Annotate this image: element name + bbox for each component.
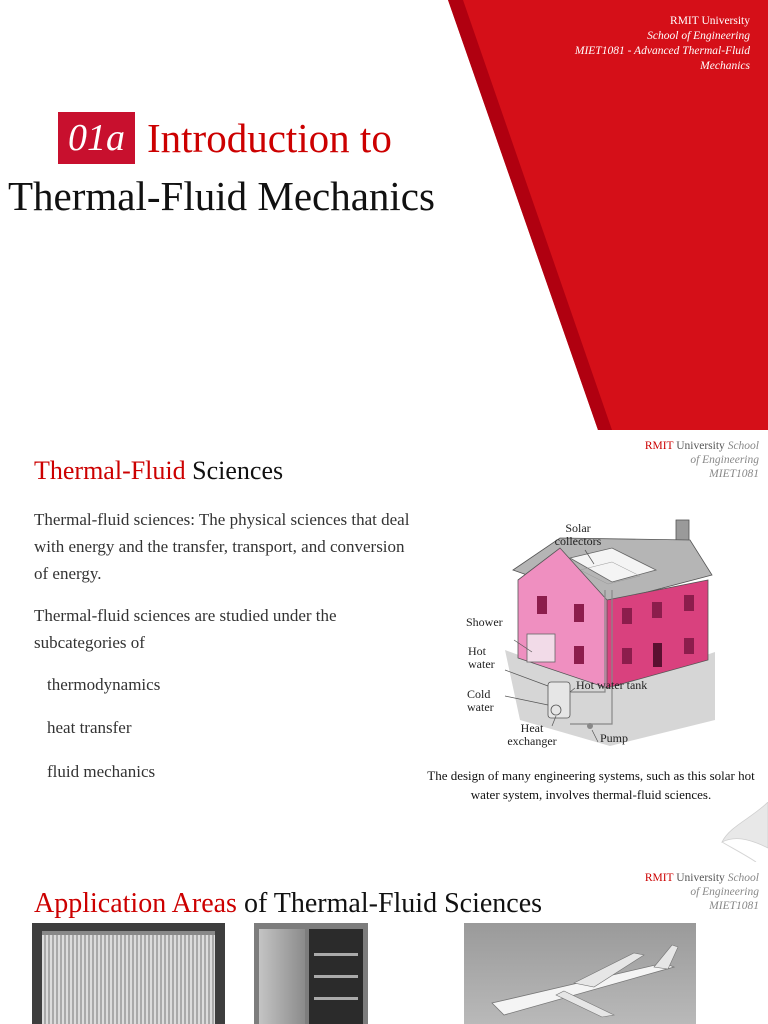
label-shower: Shower <box>466 615 503 629</box>
solar-panel-grid <box>579 561 641 585</box>
title-part-1: Introduction to <box>147 115 392 161</box>
pump-icon <box>587 723 593 729</box>
red-diagonal-banner <box>448 0 768 430</box>
window <box>574 646 584 664</box>
label-collectors: collectors <box>555 534 602 548</box>
title-rest: of Thermal-Fluid Sciences <box>243 888 543 919</box>
hot-water-tank-icon <box>547 681 571 719</box>
bullet-item: thermodynamics <box>47 675 161 694</box>
slide-header: RMIT University School of Engineering MI… <box>539 439 759 481</box>
slide-header: RMIT University School of Engineering MI… <box>450 14 750 74</box>
school-label: School <box>727 872 759 884</box>
rmit-label: RMIT <box>644 872 674 884</box>
definition-paragraph: Thermal-fluid sciences: The physical sci… <box>34 510 410 583</box>
label-hot: Hot <box>468 644 487 658</box>
pipe <box>570 590 606 693</box>
door <box>653 643 662 667</box>
thermal-fluid-sciences-slide: RMIT University School of Engineering MI… <box>0 430 768 862</box>
subcategories-paragraph: Thermal-fluid sciences are studied under… <box>34 606 337 652</box>
window <box>622 648 632 664</box>
title-slide: RMIT University School of Engineering MI… <box>0 0 768 430</box>
university-label: University <box>676 872 725 884</box>
window <box>622 608 632 624</box>
title-highlight: Application Areas <box>34 888 237 919</box>
school-label: School of Engineering <box>647 30 750 42</box>
airplane-icon <box>491 944 679 1018</box>
solar-hot-water-house-figure: Solar collectors Shower Hot water Hot wa… <box>466 519 715 748</box>
label-solar: Solar <box>565 521 590 535</box>
label-pump: Pump <box>600 731 628 745</box>
window <box>652 602 662 618</box>
label-hot-water: water <box>468 657 495 671</box>
course-label-cont: Mechanics <box>700 60 750 72</box>
school-label-cont: of Engineering <box>690 886 759 898</box>
ground-slab <box>505 650 715 746</box>
window <box>574 604 584 622</box>
lecture-number: 01a <box>58 112 135 164</box>
slide-title: Application Areas of Thermal-Fluid Scien… <box>34 888 542 920</box>
rmit-label: RMIT <box>644 440 674 452</box>
window <box>684 638 694 654</box>
window <box>537 596 547 614</box>
label-heat: Heat <box>521 721 544 735</box>
university-label: RMIT University <box>670 15 750 27</box>
refrigerator-photo <box>254 923 368 1024</box>
application-areas-slide: RMIT University School of Engineering MI… <box>0 862 768 1024</box>
title-rest: Sciences <box>192 456 284 485</box>
figure-caption: The design of many engineering systems, … <box>427 768 755 802</box>
course-code: MIET1081 <box>709 900 759 912</box>
university-label: University <box>676 440 725 452</box>
school-label-cont: of Engineering <box>690 454 759 466</box>
course-code: MIET1081 <box>709 468 759 480</box>
heat-exchanger-icon <box>550 704 562 716</box>
label-cold: Cold <box>467 687 490 701</box>
side-wall <box>606 579 709 689</box>
label-exchanger: exchanger <box>507 734 556 748</box>
title-highlight: Thermal-Fluid <box>34 456 186 485</box>
slide-title: Thermal-Fluid Sciences <box>34 456 283 486</box>
bullet-item: heat transfer <box>47 718 132 737</box>
title-part-2: Thermal-Fluid Mechanics <box>8 173 435 219</box>
label-cold-water: water <box>467 700 494 714</box>
school-label: School <box>727 440 759 452</box>
page-curl-icon <box>704 802 768 862</box>
radiator-photo <box>32 923 225 1024</box>
airplane-photo <box>464 923 696 1024</box>
pipe <box>570 590 613 725</box>
course-label: MIET1081 - Advanced Thermal-Fluid <box>574 45 750 57</box>
bullet-item: fluid mechanics <box>47 762 156 781</box>
slide-header: RMIT University School of Engineering MI… <box>539 871 759 913</box>
label-hot-water-tank: Hot water tank <box>576 678 647 692</box>
shower-box <box>526 633 556 663</box>
window <box>684 595 694 611</box>
title-row: 01a Introduction to <box>58 112 392 164</box>
